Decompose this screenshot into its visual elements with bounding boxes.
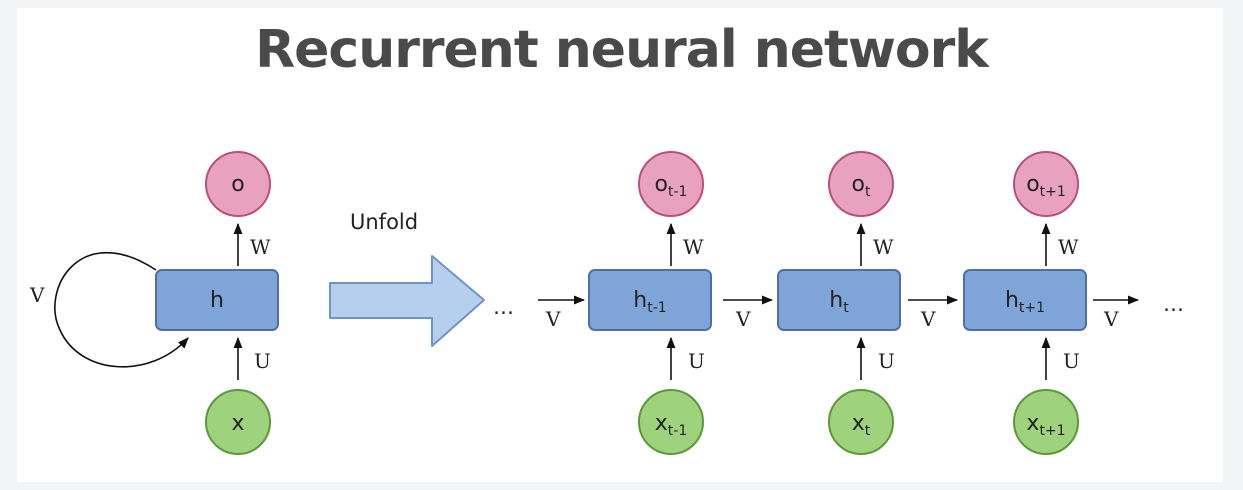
weight-u-t: U xyxy=(878,349,895,373)
weight-w-t: W xyxy=(873,235,894,259)
weight-w-t-plus-1: W xyxy=(1058,235,1079,259)
folded-output-label: o xyxy=(231,172,244,197)
hidden-label-t-minus-1: ht-1 xyxy=(633,288,666,316)
unfold-arrow xyxy=(329,255,485,347)
hidden-node-t-minus-1 xyxy=(588,269,712,331)
step-t-plus-1: ot+1 W ht+1 U xt+1 xyxy=(963,151,1087,455)
output-label-t-plus-1: ot+1 xyxy=(1026,172,1066,200)
folded-output-node xyxy=(205,151,271,217)
unfold-transition: Unfold xyxy=(329,210,485,347)
step1-incoming-weight-v: V xyxy=(545,307,561,331)
hidden-node-t xyxy=(777,269,901,331)
output-node-t-plus-1 xyxy=(1013,151,1079,217)
weight-v-t-minus-1: V xyxy=(735,307,751,331)
folded-rnn: V o W h U x xyxy=(29,151,279,455)
input-label-t-minus-1: xt-1 xyxy=(655,411,687,439)
input-label-t-plus-1: xt+1 xyxy=(1026,411,1065,439)
weight-w-t-minus-1: W xyxy=(683,235,704,259)
weight-u-t-plus-1: U xyxy=(1063,349,1080,373)
page-title: Recurrent neural network xyxy=(255,20,989,80)
unfolded-rnn: … V ot-1 W ht-1 U xt-1 V xyxy=(493,151,1184,455)
hidden-label-t-plus-1: ht+1 xyxy=(1005,288,1045,316)
input-label-t: xt xyxy=(852,411,871,439)
step-t-minus-1: ot-1 W ht-1 U xt-1 xyxy=(588,151,712,455)
output-node-t xyxy=(828,151,894,217)
folded-hidden-label: h xyxy=(210,288,224,313)
leading-ellipsis: … xyxy=(493,295,514,319)
folded-weight-w: W xyxy=(250,235,271,259)
recurrent-loop-arrow xyxy=(54,251,189,368)
folded-hidden-node xyxy=(155,269,279,331)
trailing-ellipsis: … xyxy=(1163,292,1184,316)
weight-v-t-plus-1: V xyxy=(1103,307,1119,331)
hidden-node-t-plus-1 xyxy=(963,269,1087,331)
input-node-t xyxy=(828,389,894,455)
unfold-label: Unfold xyxy=(350,210,418,234)
output-label-t-minus-1: ot-1 xyxy=(655,172,688,200)
output-node-t-minus-1 xyxy=(638,151,704,217)
input-node-t-minus-1 xyxy=(638,389,704,455)
output-label-t: ot xyxy=(852,172,871,200)
input-node-t-plus-1 xyxy=(1013,389,1079,455)
weight-u-t-minus-1: U xyxy=(688,349,705,373)
weight-v-t: V xyxy=(920,307,936,331)
folded-input-node xyxy=(205,389,271,455)
step-t: ot W ht U xt xyxy=(777,151,901,455)
folded-weight-u: U xyxy=(254,349,271,373)
hidden-label-t: ht xyxy=(829,288,849,316)
folded-weight-v: V xyxy=(29,283,45,307)
folded-input-label: x xyxy=(231,411,244,436)
